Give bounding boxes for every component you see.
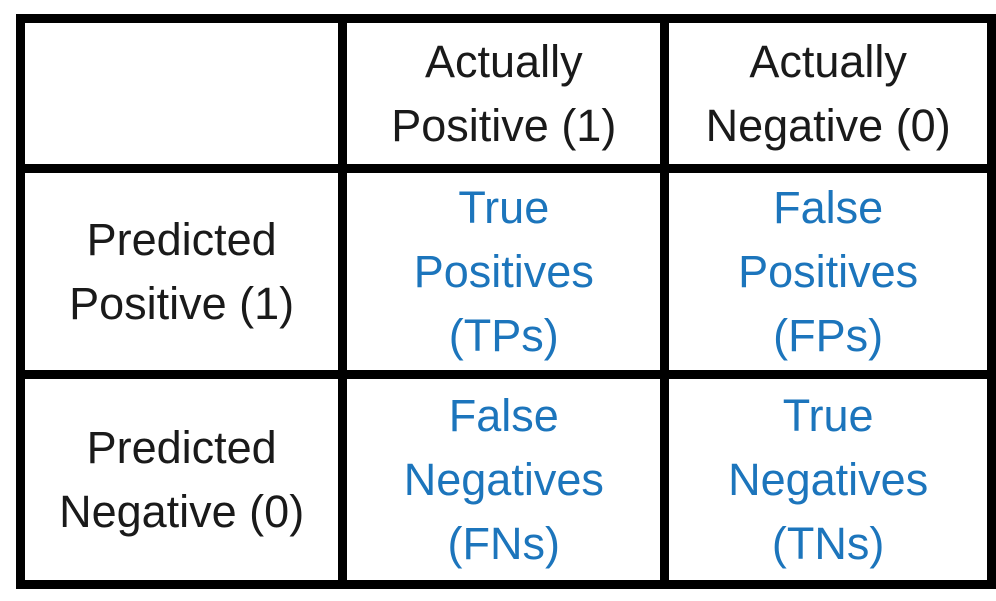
confusion-matrix-table: Actually Positive (1) Actually Negative … (15, 14, 996, 589)
text-line: Negative (0) (59, 485, 305, 537)
text-line: False (773, 181, 884, 233)
text-line: True (782, 389, 874, 441)
table-row-predicted-positive: Predicted Positive (1) True Positives (T… (15, 164, 996, 379)
row-header-predicted-positive: Predicted Positive (1) (15, 164, 348, 379)
column-header-actually-positive: Actually Positive (1) (338, 14, 670, 173)
cell-true-negatives: True Negatives (TNs) (660, 370, 996, 589)
text-line: Positives (738, 245, 919, 297)
text-line: Predicted (86, 421, 277, 473)
table-header-row: Actually Positive (1) Actually Negative … (15, 14, 996, 173)
text-line: Negatives (403, 453, 604, 505)
text-line: False (448, 389, 559, 441)
text-line: (FPs) (773, 309, 884, 361)
text-line: True (458, 181, 550, 233)
row-header-predicted-negative: Predicted Negative (0) (15, 370, 348, 589)
table-row-predicted-negative: Predicted Negative (0) False Negatives (… (15, 370, 996, 589)
text-line: Positive (1) (391, 99, 617, 151)
text-line: Predicted (86, 213, 277, 265)
cell-false-positives: False Positives (FPs) (660, 164, 996, 379)
column-header-actually-negative: Actually Negative (0) (660, 14, 996, 173)
text-line: (TPs) (448, 309, 559, 361)
text-line: Negatives (728, 453, 929, 505)
text-line: Positives (413, 245, 594, 297)
cell-true-positives: True Positives (TPs) (338, 164, 670, 379)
text-line: (FNs) (447, 517, 561, 569)
text-line: Negative (0) (705, 99, 951, 151)
text-line: Positive (1) (69, 277, 295, 329)
cell-false-negatives: False Negatives (FNs) (338, 370, 670, 589)
text-line: Actually (425, 35, 583, 87)
text-line: Actually (749, 35, 907, 87)
corner-cell (15, 14, 348, 173)
text-line: (TNs) (771, 517, 885, 569)
